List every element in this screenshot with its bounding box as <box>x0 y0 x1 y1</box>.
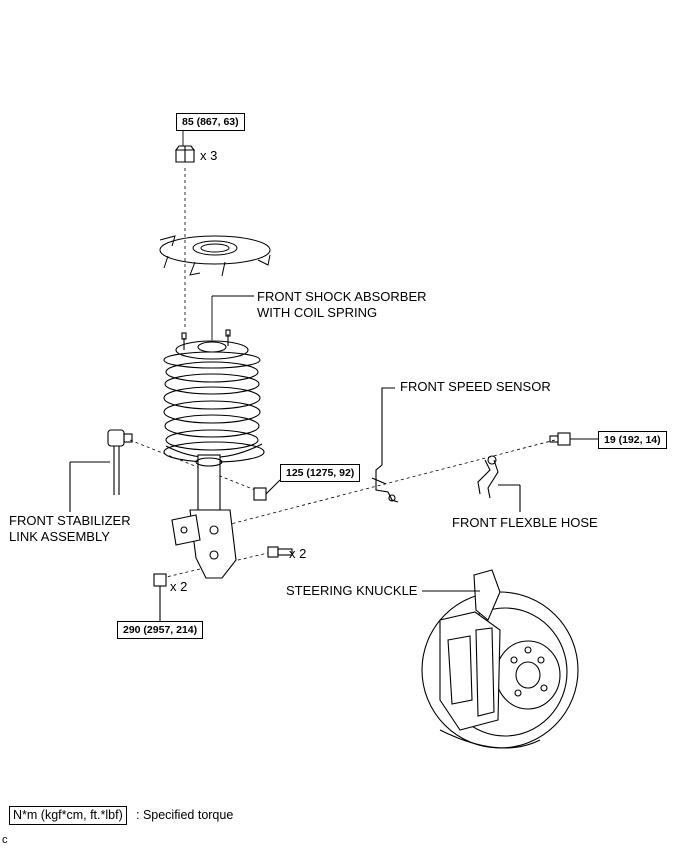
torque-spec-knuckle-bolts: 290 (2957, 214) <box>117 621 204 639</box>
label-flex-hose: FRONT FLEXBLE HOSE <box>452 515 598 530</box>
label-speed-sensor: FRONT SPEED SENSOR <box>400 379 551 394</box>
legend-description: : Specified torque <box>136 808 234 822</box>
flexible-hose <box>477 455 521 512</box>
knuckle-nut <box>153 573 167 622</box>
figure-code: c <box>2 834 8 846</box>
label-stabilizer-line1: FRONT STABILIZER <box>9 513 131 528</box>
knuckle-bolt <box>267 546 293 558</box>
torque-spec-hose-bolt: 19 (192, 14) <box>598 431 667 449</box>
speed-sensor <box>371 387 399 503</box>
qty-top-nut: x 3 <box>200 148 218 163</box>
qty-knuckle-nut: x 2 <box>170 579 188 594</box>
label-shock-absorber-line2: WITH COIL SPRING <box>257 305 378 320</box>
qty-knuckle-bolt: x 2 <box>289 546 307 561</box>
steering-knuckle-assembly <box>421 569 579 749</box>
shock-absorber-assembly <box>163 329 265 579</box>
stabilizer-nut <box>253 479 281 501</box>
label-shock-absorber-line1: FRONT SHOCK ABSORBER <box>257 289 427 304</box>
torque-spec-stabilizer-nut: 125 (1275, 92) <box>280 464 361 482</box>
label-steering-knuckle: STEERING KNUCKLE <box>286 583 418 598</box>
label-stabilizer-line2: LINK ASSEMBLY <box>9 529 110 544</box>
torque-spec-top-nut: 85 (867, 63) <box>176 113 245 131</box>
legend-unit-box: N*m (kgf*cm, ft.*lbf) <box>9 806 127 825</box>
top-nut <box>174 145 196 163</box>
hose-bolt <box>549 432 598 446</box>
upper-insulator <box>159 235 271 277</box>
stabilizer-link <box>69 429 133 512</box>
